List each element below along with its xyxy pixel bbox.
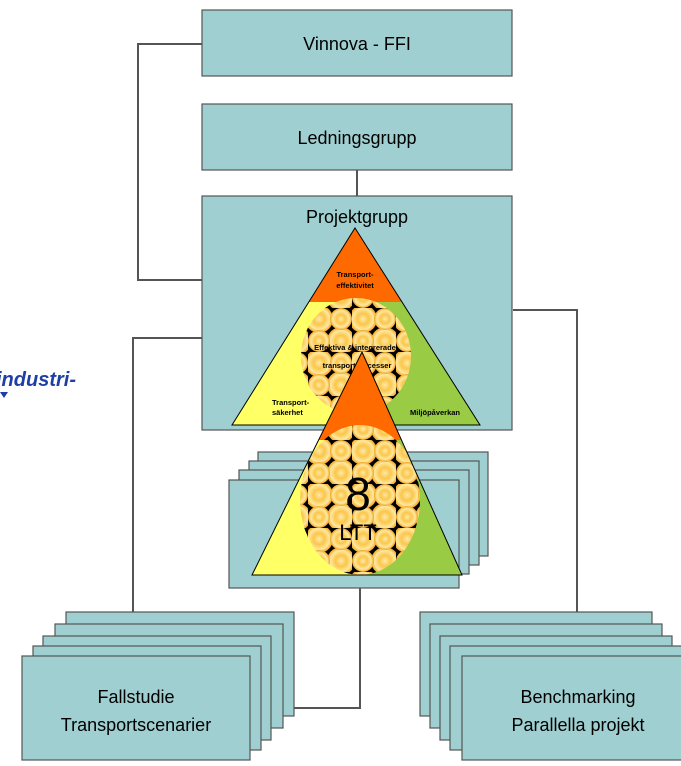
fallstudie-label-2: Transportscenarier: [61, 715, 211, 735]
fallstudie-stack: Fallstudie Transportscenarier: [21, 611, 295, 761]
benchmarking-stack: Benchmarking Parallella projekt: [419, 611, 681, 761]
ledningsgrupp-label: Ledningsgrupp: [297, 128, 416, 148]
benchmarking-label-2: Parallella projekt: [511, 715, 644, 735]
ledningsgrupp-box: Ledningsgrupp: [201, 103, 513, 171]
industri-logo: industri-: [0, 369, 76, 398]
tri1-left-2: säkerhet: [272, 408, 303, 417]
tri1-center-1: Effektiva & integrerade: [314, 343, 396, 352]
tri1-left-1: Transport-: [272, 398, 310, 407]
vinnova-label: Vinnova - FFI: [303, 34, 411, 54]
ltt-number: 8: [345, 468, 371, 520]
benchmarking-label-1: Benchmarking: [520, 687, 635, 707]
vinnova-box: Vinnova - FFI: [201, 9, 513, 77]
ltt-label: LTT: [339, 520, 376, 545]
projektgrupp-label: Projektgrupp: [306, 207, 408, 227]
tri1-top-2: effektivitet: [336, 281, 374, 290]
logo-text: industri-: [0, 369, 76, 391]
fallstudie-label-1: Fallstudie: [97, 687, 174, 707]
tri1-top-1: Transport-: [336, 270, 374, 279]
tri1-right: Miljöpåverkan: [410, 408, 460, 417]
